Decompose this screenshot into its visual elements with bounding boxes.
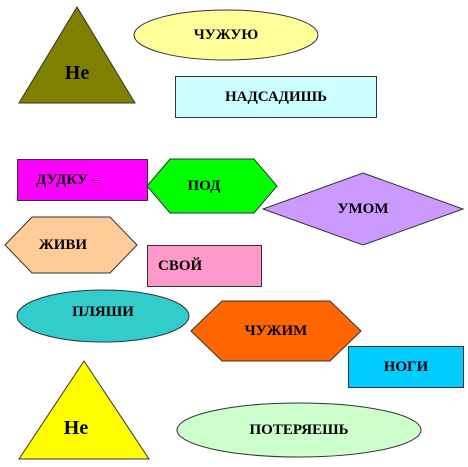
oval-plyashi-label: ПЛЯШИ <box>72 303 134 320</box>
hex-zhivi: ЖИВИ <box>4 216 138 274</box>
diamond-umom: УМОМ <box>261 172 465 246</box>
oval-chuzhuyu-label: ЧУЖУЮ <box>193 26 259 43</box>
hex-pod-label: ПОД <box>187 177 221 194</box>
oval-plyashi-shape <box>16 289 190 343</box>
rect-svoy: СВОЙ <box>147 245 262 287</box>
rect-dudku: ДУДКУ – <box>17 159 148 201</box>
hex-chuzhim: ЧУЖИМ <box>190 300 362 362</box>
rect-nadsadish-label: НАДСАДИШЬ <box>224 88 328 105</box>
rect-nogi-label: НОГИ <box>383 358 429 375</box>
rect-nadsadish: НАДСАДИШЬ <box>175 76 377 118</box>
oval-poteryaesh-label: ПОТЕРЯЕШЬ <box>249 421 349 438</box>
hex-pod-shape <box>146 158 278 214</box>
rect-svoy-label: СВОЙ <box>158 257 203 274</box>
oval-poteryaesh: ПОТЕРЯЕШЬ <box>176 402 422 458</box>
hex-chuzhim-label: ЧУЖИМ <box>244 322 308 339</box>
hex-zhivi-label: ЖИВИ <box>38 236 88 253</box>
triangle-bottom-shape <box>18 360 150 460</box>
oval-chuzhuyu-shape <box>133 9 319 61</box>
triangle-bottom-label: Не <box>63 416 89 439</box>
rect-dudku-label: ДУДКУ – <box>36 171 100 188</box>
hex-zhivi-shape <box>4 216 138 274</box>
rect-nogi: НОГИ <box>348 346 464 388</box>
diamond-umom-shape <box>261 172 465 246</box>
triangle-bottom: Не <box>18 360 150 460</box>
triangle-top-label: Не <box>64 61 90 84</box>
oval-plyashi: ПЛЯШИ <box>16 289 190 343</box>
diamond-umom-label: УМОМ <box>337 200 389 217</box>
triangle-top: Не <box>18 6 136 104</box>
oval-poteryaesh-shape <box>176 402 422 458</box>
triangle-top-shape <box>18 6 136 104</box>
hex-chuzhim-shape <box>190 300 362 362</box>
oval-chuzhuyu: ЧУЖУЮ <box>133 9 319 61</box>
hex-pod: ПОД <box>146 158 278 214</box>
